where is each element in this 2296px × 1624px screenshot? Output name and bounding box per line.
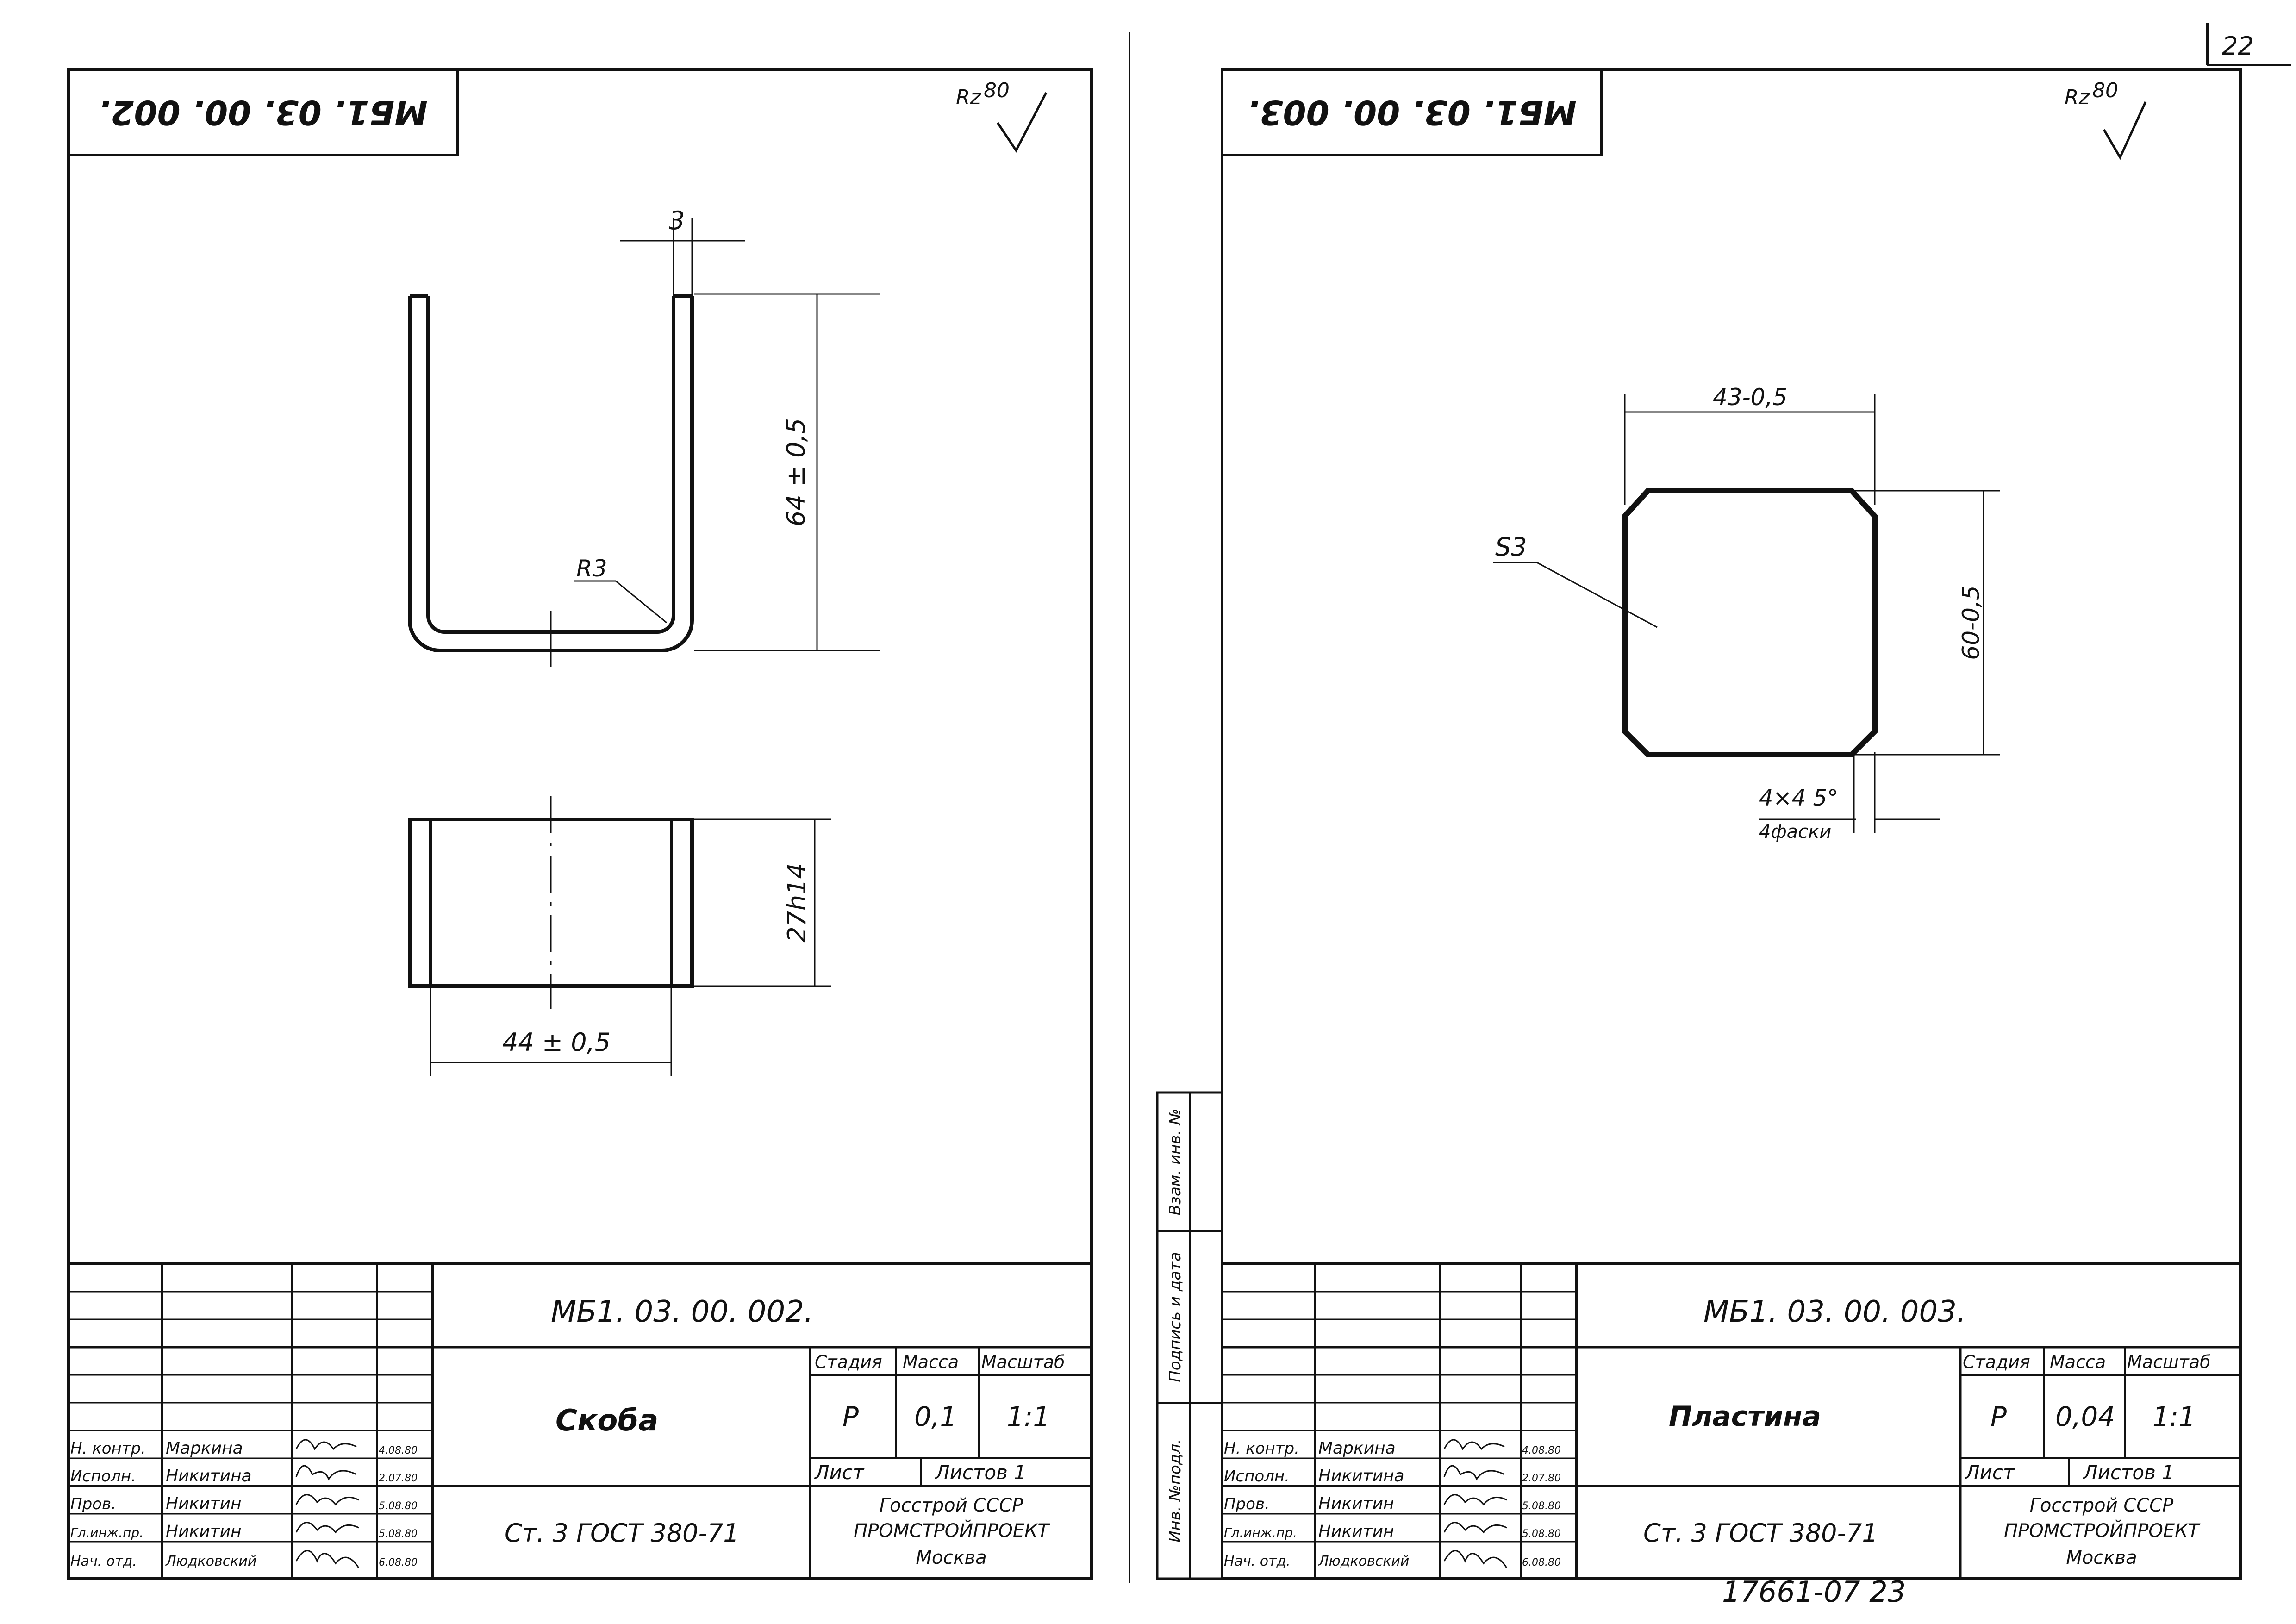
svg-text:Никитина: Никитина (166, 1467, 252, 1486)
dim-chamfer: 4×4 5° (1759, 785, 1838, 811)
svg-text:Никитин: Никитин (166, 1494, 242, 1513)
sheet-left: МБ1. 03. 00. 002. Rz 80 3 64 ± 0,5 (67, 68, 1093, 1580)
org-line-3: Москва (916, 1547, 986, 1568)
svg-text:Пров.: Пров. (70, 1495, 116, 1513)
page-number-block: 22 (2206, 23, 2291, 66)
scale-header: Масштаб (981, 1352, 1065, 1372)
sheet-label: Лист (1964, 1461, 2015, 1484)
signatures (295, 1439, 360, 1568)
svg-text:Никитина: Никитина (1318, 1467, 1404, 1486)
svg-text:80: 80 (2092, 79, 2118, 102)
svg-text:5.08.80: 5.08.80 (1522, 1528, 1561, 1540)
scale-value: 1:1 (2152, 1401, 2196, 1432)
svg-text:5.08.80: 5.08.80 (1522, 1500, 1561, 1512)
svg-text:2.07.80: 2.07.80 (379, 1473, 418, 1484)
title-code: МБ1. 03. 00. 002. (551, 1295, 813, 1329)
svg-text:Нач. отд.: Нач. отд. (1224, 1553, 1291, 1569)
material: Ст. 3 ГОСТ 380-71 (1643, 1518, 1878, 1548)
dim-height: 64 ± 0,5 (781, 418, 811, 526)
svg-text:Гл.инж.пр.: Гл.инж.пр. (70, 1525, 144, 1540)
code-rotated: МБ1. 03. 00. 002. (98, 93, 428, 132)
svg-text:6.08.80: 6.08.80 (1522, 1557, 1561, 1568)
svg-text:Гл.инж.пр.: Гл.инж.пр. (1224, 1525, 1297, 1540)
svg-text:Никитин: Никитин (1318, 1494, 1394, 1513)
dim-thickness: 3 (669, 206, 685, 235)
svg-text:Rz: Rz (2065, 86, 2090, 109)
roughness-mark: Rz 80 (956, 79, 1048, 153)
stamp-inv-orig: Инв. №подл. (1166, 1439, 1185, 1543)
bracket-front-view: 3 64 ± 0,5 R3 (408, 206, 880, 667)
staff-list: Н. контр. Маркина 4.08.80 Исполн. Никити… (1224, 1439, 1561, 1569)
side-approval-stamp: Инв. №подл. Подпись и дата Взам. инв. № (1156, 1091, 1223, 1580)
svg-text:80: 80 (984, 79, 1010, 102)
part-name: Пластина (1669, 1400, 1821, 1433)
title-code: МБ1. 03. 00. 003. (1703, 1295, 1966, 1329)
svg-text:Н. контр.: Н. контр. (70, 1439, 146, 1458)
svg-text:Rz: Rz (956, 86, 981, 109)
svg-text:Маркина: Маркина (166, 1439, 243, 1458)
dim-radius: R3 (576, 555, 607, 582)
svg-text:6.08.80: 6.08.80 (379, 1557, 418, 1568)
svg-text:Никитин: Никитин (166, 1522, 242, 1541)
plate-view: 43-0,5 60-0,5 S3 4×4 5° 4фаски (1493, 384, 2000, 843)
roughness-mark: Rz 80 (2065, 79, 2147, 160)
org-line-1: Госстрой СССР (2030, 1495, 2174, 1516)
stage-value: Р (1990, 1401, 2007, 1432)
archive-number: 17661-07 23 (1722, 1575, 1906, 1609)
page-number: 22 (2222, 31, 2254, 61)
svg-text:4.08.80: 4.08.80 (1522, 1445, 1561, 1456)
dim-width: 43-0,5 (1713, 384, 1787, 411)
title-block: МБ1. 03. 00. 003. Пластина Ст. 3 ГОСТ 38… (1222, 1262, 2240, 1579)
mass-value: 0,1 (914, 1401, 957, 1432)
svg-text:Пров.: Пров. (1224, 1495, 1270, 1513)
chamfer-note: 4фаски (1759, 821, 1831, 843)
svg-text:Людковский: Людковский (1318, 1553, 1409, 1569)
sheet-frame (1221, 68, 2242, 1580)
dim-length: 44 ± 0,5 (502, 1028, 611, 1057)
svg-text:5.08.80: 5.08.80 (379, 1500, 418, 1512)
svg-text:Людковский: Людковский (165, 1553, 256, 1569)
scale-value: 1:1 (1007, 1401, 1050, 1432)
svg-text:Н. контр.: Н. контр. (1224, 1439, 1299, 1458)
dim-thickness: S3 (1495, 532, 1527, 562)
sheet-right: МБ1. 03. 00. 003. Rz 80 43-0,5 60-0,5 S3 (1156, 68, 2242, 1580)
svg-text:Нач. отд.: Нач. отд. (70, 1553, 137, 1569)
svg-text:Никитин: Никитин (1318, 1522, 1394, 1541)
dim-width-tol: 27h14 (782, 863, 811, 943)
org-line-1: Госстрой СССР (880, 1495, 1023, 1516)
sheets-label: Листов 1 (2082, 1461, 2174, 1484)
svg-text:Исполн.: Исполн. (1224, 1467, 1290, 1486)
part-name: Скоба (555, 1404, 658, 1438)
mass-header: Масса (903, 1352, 959, 1372)
stage-header: Стадия (815, 1352, 882, 1372)
code-box (67, 68, 459, 156)
svg-text:4.08.80: 4.08.80 (379, 1445, 418, 1456)
org-line-3: Москва (2066, 1547, 2137, 1568)
bracket-side-view: 27h14 44 ± 0,5 (408, 796, 831, 1076)
code-box (1221, 68, 1603, 156)
sheet-frame (67, 68, 1093, 1580)
stamp-inv-repl: Взам. инв. № (1166, 1109, 1185, 1216)
sheet-label: Лист (814, 1461, 865, 1484)
svg-text:2.07.80: 2.07.80 (1522, 1473, 1561, 1484)
stamp-sign-date: Подпись и дата (1166, 1252, 1185, 1382)
material: Ст. 3 ГОСТ 380-71 (505, 1518, 739, 1548)
sheets-label: Листов 1 (934, 1461, 1026, 1484)
org-line-2: ПРОМСТРОЙПРОЕКТ (2004, 1519, 2201, 1542)
mass-header: Масса (2050, 1352, 2106, 1372)
dim-height: 60-0,5 (1958, 585, 1984, 660)
mass-value: 0,04 (2055, 1401, 2115, 1432)
stage-header: Стадия (1963, 1352, 2030, 1372)
svg-text:Исполн.: Исполн. (70, 1467, 136, 1486)
staff-list: Н. контр. Маркина 4.08.80 Исполн. Никити… (70, 1439, 418, 1569)
title-block: МБ1. 03. 00. 002. Скоба Ст. 3 ГОСТ 380-7… (69, 1262, 1092, 1579)
org-line-2: ПРОМСТРОЙПРОЕКТ (854, 1519, 1050, 1542)
svg-text:Маркина: Маркина (1318, 1439, 1396, 1458)
code-rotated: МБ1. 03. 00. 003. (1247, 93, 1577, 132)
svg-text:5.08.80: 5.08.80 (379, 1528, 418, 1540)
scale-header: Масштаб (2127, 1352, 2211, 1372)
stage-value: Р (842, 1401, 859, 1432)
signatures (1443, 1439, 1508, 1568)
